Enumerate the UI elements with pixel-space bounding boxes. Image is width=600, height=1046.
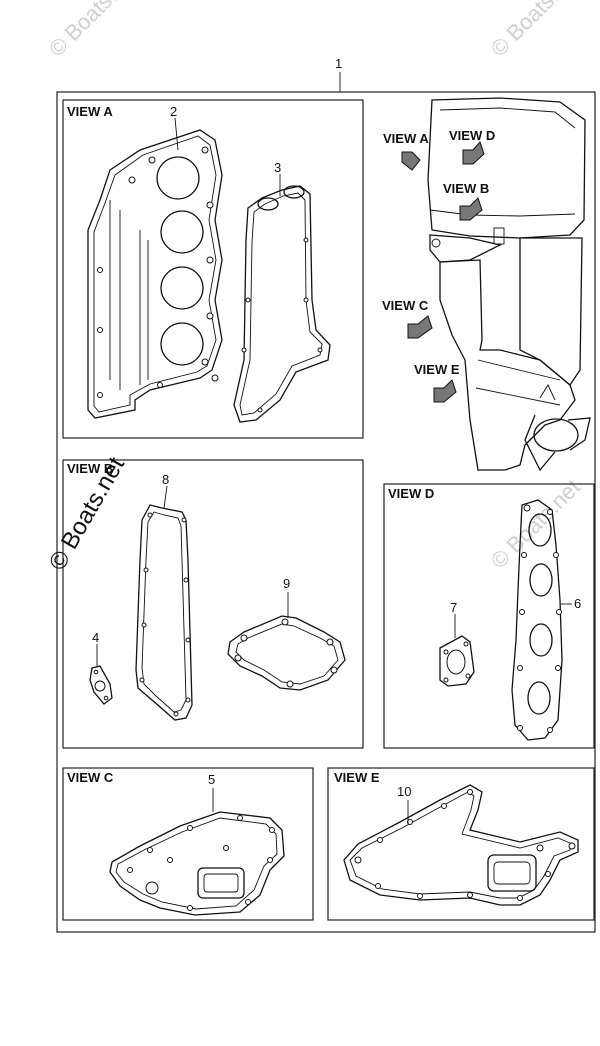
watermark-faint-right: © Boats.net — [486, 474, 585, 573]
part-number-9: 9 — [283, 576, 290, 591]
view-b-pointer-label: VIEW B — [443, 181, 489, 196]
leader-8 — [163, 485, 168, 509]
long-gasket — [135, 504, 193, 721]
manifold-gasket — [511, 499, 563, 741]
watermark-faint-top-left: © Boats.net — [44, 0, 143, 62]
small-gasket-b — [89, 665, 113, 705]
part-number-5: 5 — [208, 772, 215, 787]
part-number-1: 1 — [335, 56, 342, 71]
leader-2 — [174, 117, 179, 151]
cylinder-bore-2 — [160, 210, 204, 254]
view-a-label: VIEW A — [67, 104, 113, 119]
cover-gasket — [233, 185, 331, 423]
view-a-pointer-label: VIEW A — [383, 131, 429, 146]
view-d-pointer-label: VIEW D — [449, 128, 495, 143]
part-number-4: 4 — [92, 630, 99, 645]
view-c-pointer-label: VIEW C — [382, 298, 429, 313]
view-a-arrow-icon — [401, 151, 421, 171]
small-gasket-d — [439, 635, 475, 687]
svg-text:© Boats.net: © Boats.net — [486, 0, 585, 62]
view-e-label: VIEW E — [334, 770, 380, 785]
view-b-label: VIEW B — [67, 461, 113, 476]
part-number-7: 7 — [450, 600, 457, 615]
watermark-faint-top-right: © Boats.net — [486, 0, 585, 62]
outer-frame — [56, 91, 596, 933]
plate-gasket-c — [109, 811, 285, 916]
view-e-pointer-label: VIEW E — [414, 362, 460, 377]
outboard-motor-illustration — [427, 97, 591, 472]
cover-gasket-b — [227, 615, 346, 691]
cylinder-bore-4 — [160, 322, 204, 366]
part-number-6: 6 — [574, 596, 581, 611]
cylinder-bore-1 — [156, 156, 200, 200]
part-number-2: 2 — [170, 104, 177, 119]
view-c-box — [62, 767, 314, 921]
view-d-box — [383, 483, 595, 749]
view-e-box — [327, 767, 595, 921]
view-d-label: VIEW D — [388, 486, 434, 501]
part-number-8: 8 — [162, 472, 169, 487]
view-c-arrow-icon — [407, 315, 433, 339]
propeller-hub — [533, 418, 579, 452]
view-b-arrow-icon — [459, 197, 483, 221]
view-b-box — [62, 459, 364, 749]
view-e-arrow-icon — [433, 379, 457, 403]
part-number-10: 10 — [397, 784, 411, 799]
oil-pan-gasket — [343, 784, 579, 906]
view-a-box — [62, 99, 364, 439]
svg-text:© Boats.net: © Boats.net — [44, 0, 143, 62]
head-gasket — [87, 129, 223, 419]
svg-text:© Boats.net: © Boats.net — [486, 474, 585, 573]
view-d-arrow-icon — [462, 141, 485, 165]
part-number-3: 3 — [274, 160, 281, 175]
view-c-label: VIEW C — [67, 770, 114, 785]
cylinder-bore-3 — [160, 266, 204, 310]
